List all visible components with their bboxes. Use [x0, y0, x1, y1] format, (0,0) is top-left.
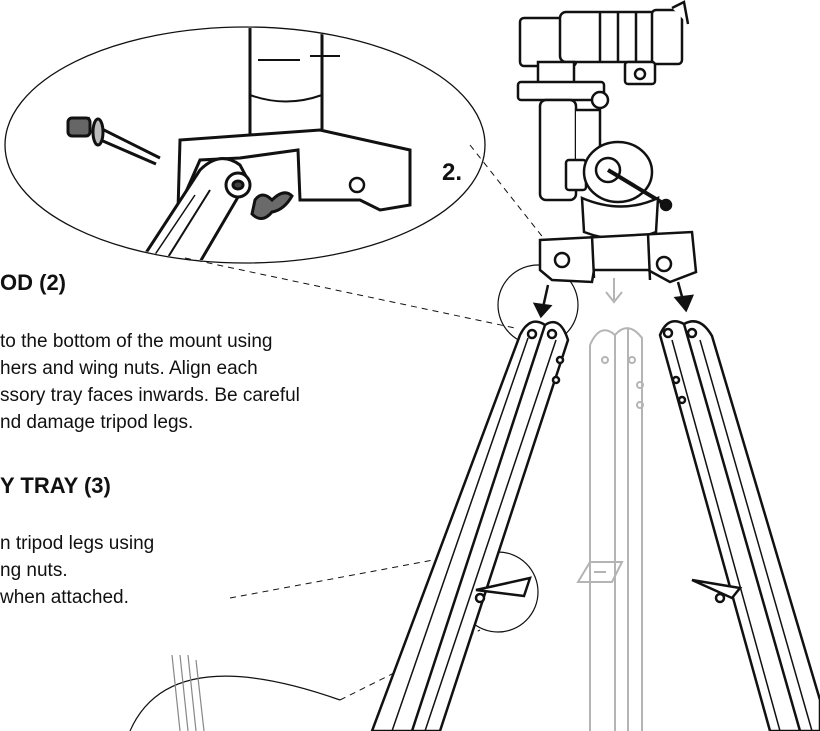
detail-magnifier — [4, 26, 486, 264]
right-leg — [658, 320, 820, 731]
left-leg — [370, 320, 570, 731]
mount-line-3: ssory tray faces inwards. Be careful — [0, 385, 300, 406]
mount-line-1: to the bottom of the mount using — [0, 331, 273, 352]
mount-head — [516, 0, 698, 284]
tray-detail-magnifier — [129, 654, 341, 731]
mount-line-2: hers and wing nuts. Align each — [0, 358, 258, 379]
tray-line-1: n tripod legs using — [0, 533, 155, 554]
mount-line-4: nd damage tripod legs. — [0, 412, 194, 433]
section-body-mount: to the bottom of the mount using hers an… — [0, 328, 300, 436]
section-heading-tray: Y TRAY (3) — [0, 473, 111, 498]
tray-line-3: when attached. — [0, 587, 129, 608]
back-leg-ghost — [576, 278, 644, 731]
detail-callout-number: 2. — [442, 159, 463, 186]
tray-line-2: ng nuts. — [0, 560, 68, 581]
section-heading-mount: OD (2) — [0, 270, 66, 295]
attach-arrows — [532, 281, 695, 319]
section-body-tray: n tripod legs using ng nuts. when attach… — [0, 530, 154, 611]
